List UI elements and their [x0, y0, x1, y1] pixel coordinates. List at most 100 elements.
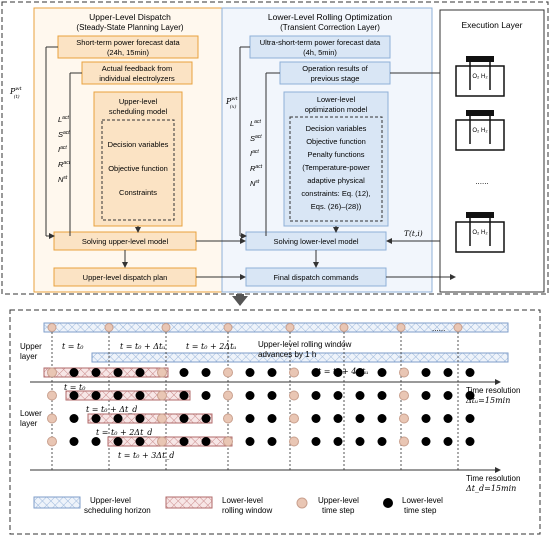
- upper-step-marker: [47, 436, 57, 447]
- lower-step-marker: [267, 414, 277, 423]
- lower-model-item-4: adaptive physical: [307, 176, 365, 185]
- svg-text:Iact: Iact: [250, 149, 259, 158]
- svg-text:Iact: Iact: [58, 145, 67, 154]
- upper-title: Upper-Level Dispatch: [89, 12, 171, 22]
- electrolyzer-cell-3: O₂ H₂: [455, 212, 505, 253]
- lower-step-marker: [179, 437, 189, 446]
- upper-step-marker: [223, 323, 233, 332]
- upper-step-marker: [289, 436, 299, 447]
- legend-lower-window-swatch: [165, 496, 213, 509]
- upper-forecast-line1: Short-term power forecast data: [76, 38, 180, 47]
- lower-step-marker: [113, 414, 123, 423]
- lower-steps-group: [47, 367, 475, 447]
- svg-text:Lact: Lact: [250, 119, 261, 128]
- legend: Upper-level scheduling horizon Lower-lev…: [33, 496, 443, 515]
- lower-step-marker: [113, 368, 123, 377]
- upper-t4-label: t = t₀ + 4Δtᵤ: [318, 367, 369, 376]
- lower-t2-label: t = t₀ + 2Δt_d: [96, 428, 152, 437]
- lower-step-marker: [355, 368, 365, 377]
- upper-step-marker: [157, 367, 167, 378]
- legend-upper-step-marker: [296, 497, 308, 509]
- lower-subtitle: (Transient Correction Layer): [280, 23, 380, 32]
- lower-ops-line1: Operation results of: [302, 64, 368, 73]
- upper-t2-label: t = t₀ + 2Δtᵤ: [186, 342, 237, 351]
- lower-step-marker: [333, 391, 343, 400]
- upper-step-marker: [47, 390, 57, 401]
- upper-step-marker: [289, 367, 299, 378]
- lower-step-marker: [179, 391, 189, 400]
- lower-step-marker: [267, 368, 277, 377]
- lower-step-marker: [333, 414, 343, 423]
- exec-ellipsis: ......: [475, 177, 488, 186]
- lower-step-marker: [135, 391, 145, 400]
- lower-model-item-0: Decision variables: [306, 124, 367, 133]
- legend-lower-window-line2: rolling window: [222, 506, 272, 515]
- lower-step-marker: [465, 368, 475, 377]
- legend-lower-step-line2: time step: [404, 506, 437, 515]
- lower-step-marker: [69, 391, 79, 400]
- upper-model-box: [93, 91, 183, 227]
- lower-step-marker: [69, 437, 79, 446]
- lower-step-marker: [267, 391, 277, 400]
- upper-step-marker: [157, 390, 167, 401]
- lower-step-marker: [245, 437, 255, 446]
- lower-step-marker: [377, 368, 387, 377]
- upper-feedback-line1: Actual feedback from: [102, 64, 172, 73]
- lower-step-marker: [201, 437, 211, 446]
- lower-solve-label: Solving lower-level model: [273, 237, 358, 246]
- lower-step-marker: [267, 437, 277, 446]
- svg-text:O₂ H₂: O₂ H₂: [472, 128, 488, 134]
- legend-lower-step-line1: Lower-level: [402, 496, 443, 505]
- lower-layer-label-2: layer: [20, 419, 38, 428]
- upper-step-marker: [47, 367, 57, 378]
- lower-step-marker: [333, 437, 343, 446]
- upper-t1-label: t = t₀ + Δtᵤ: [120, 342, 165, 351]
- lower-step-marker: [377, 437, 387, 446]
- upper-res-line1: Time resolution: [466, 386, 520, 395]
- lower-model-item-2: Penalty functions: [307, 150, 364, 159]
- svg-text:Ract: Ract: [58, 160, 71, 169]
- svg-text:Nst: Nst: [58, 175, 68, 184]
- upper-step-marker: [453, 323, 463, 332]
- upper-step-marker: [399, 413, 409, 424]
- lower-model-line2: optimization model: [305, 105, 368, 114]
- lower-step-marker: [377, 414, 387, 423]
- lower-step-marker: [245, 368, 255, 377]
- lower-model-item-6: Eqs. (26)–(28)): [311, 202, 362, 211]
- lower-step-marker: [377, 391, 387, 400]
- upper-step-marker: [289, 413, 299, 424]
- lower-step-marker: [135, 437, 145, 446]
- svg-text:O₂ H₂: O₂ H₂: [472, 74, 488, 80]
- lower-model-box: [283, 91, 389, 227]
- lower-step-marker: [113, 437, 123, 446]
- lower-t0-label: t = t₀: [64, 383, 86, 392]
- upper-feedback-line2: individual electrolyzers: [99, 74, 175, 83]
- upper-step-marker: [339, 323, 349, 332]
- upper-t0-label: t = t₀: [62, 342, 84, 351]
- upper-step-marker: [47, 323, 57, 332]
- lower-step-marker: [443, 414, 453, 423]
- upper-step-marker: [396, 323, 406, 332]
- lower-step-marker: [443, 368, 453, 377]
- bottom-section-frame: [9, 309, 541, 535]
- lower-step-marker: [443, 437, 453, 446]
- upper-model-item-2: Constraints: [119, 188, 157, 197]
- lower-step-marker: [311, 414, 321, 423]
- legend-upper-horizon-line2: scheduling horizon: [84, 506, 151, 515]
- lower-forecast-line1: Ultra-short-term power forecast data: [260, 38, 381, 47]
- upper-step-marker: [289, 390, 299, 401]
- lower-step-marker: [91, 437, 101, 446]
- lower-step-marker: [421, 391, 431, 400]
- lower-step-marker: [91, 414, 101, 423]
- upper-model-inner: [101, 119, 175, 221]
- lower-step-marker: [443, 391, 453, 400]
- lower-res-line2: Δt_d=15min: [465, 484, 516, 493]
- upper-plan-label: Upper-level dispatch plan: [83, 273, 168, 282]
- svg-text:Lact: Lact: [58, 115, 69, 124]
- lower-step-marker: [69, 414, 79, 423]
- lower-res-line1: Time resolution: [466, 474, 520, 483]
- svg-text:Sact: Sact: [250, 134, 262, 143]
- upper-forecast-line2: (24h, 15min): [107, 48, 150, 57]
- lower-step-marker: [179, 414, 189, 423]
- lower-model-item-1: Objective function: [306, 137, 366, 146]
